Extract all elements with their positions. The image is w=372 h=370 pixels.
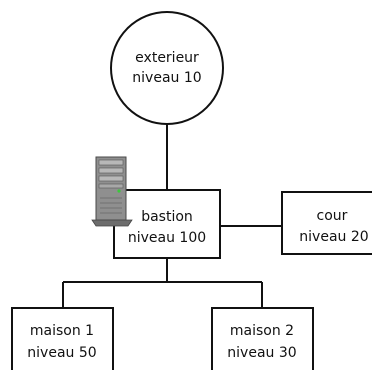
node-maison1: maison 1 niveau 50 <box>11 307 114 370</box>
node-cour-shape <box>281 191 372 255</box>
node-exterieur: exterieur niveau 10 <box>110 11 224 125</box>
connectors <box>62 124 282 308</box>
node-exterieur-shape <box>110 11 224 125</box>
node-bastion-name: bastion <box>141 209 193 225</box>
node-cour-name: cour <box>317 208 348 224</box>
node-maison1-level: niveau 50 <box>27 345 96 361</box>
node-maison2-shape <box>211 307 314 370</box>
node-exterieur-level: niveau 10 <box>132 70 201 86</box>
node-exterieur-name: exterieur <box>135 50 199 66</box>
node-bastion-shape <box>113 189 221 259</box>
node-maison2: maison 2 niveau 30 <box>211 307 314 370</box>
node-bastion-level: niveau 100 <box>128 230 206 246</box>
node-maison1-shape <box>11 307 114 370</box>
node-cour-level: niveau 20 <box>299 229 368 245</box>
node-cour: cour niveau 20 <box>281 191 372 255</box>
server-tower-icon <box>91 156 133 227</box>
node-maison2-level: niveau 30 <box>227 345 296 361</box>
node-maison1-name: maison 1 <box>30 323 94 339</box>
node-bastion: bastion niveau 100 <box>113 189 221 259</box>
node-maison2-name: maison 2 <box>230 323 294 339</box>
